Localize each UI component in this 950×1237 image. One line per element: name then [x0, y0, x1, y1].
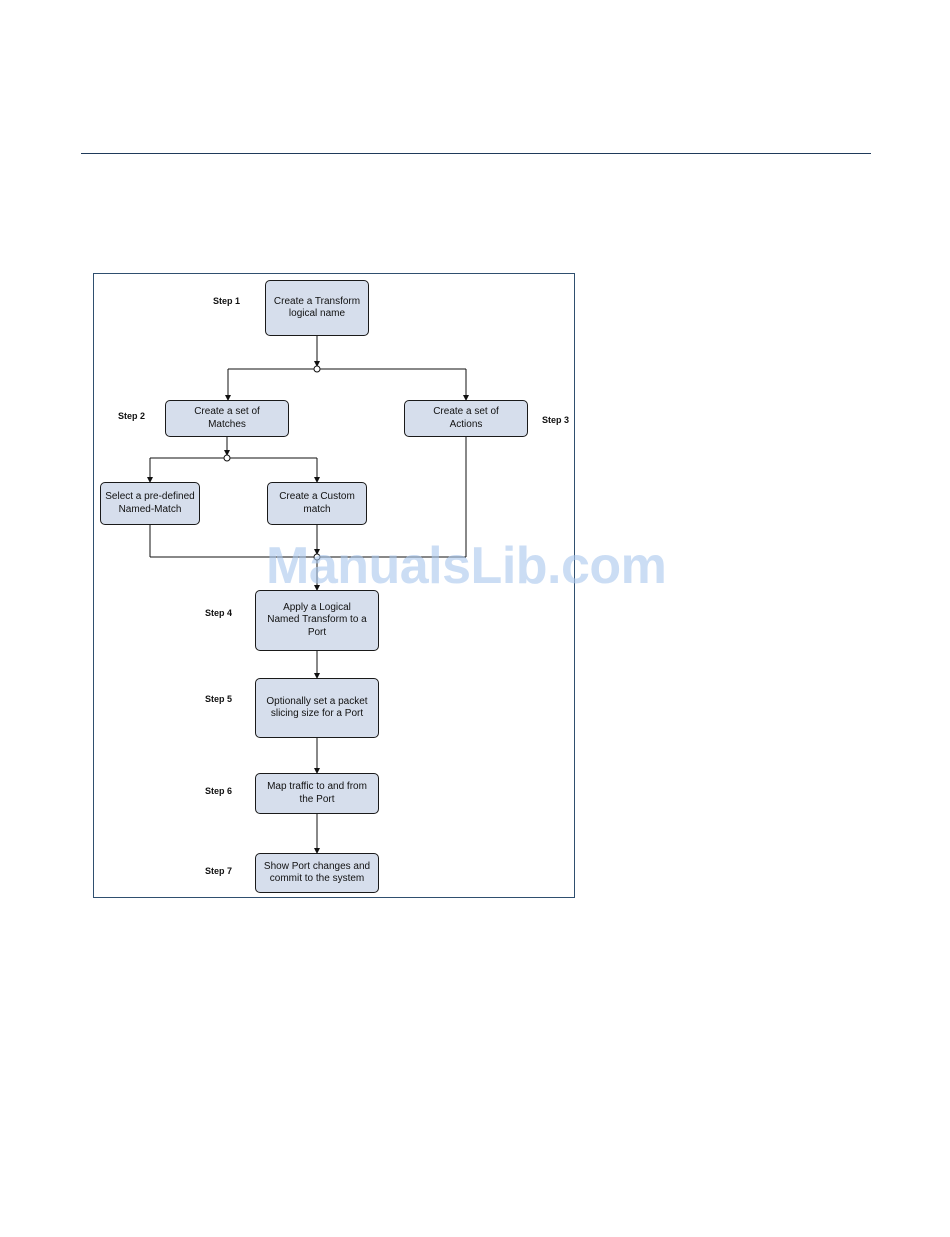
step-label-5: Step 5 — [205, 694, 233, 704]
step-label-2: Step 2 — [118, 411, 146, 421]
step-label-7: Step 7 — [205, 866, 233, 876]
step-label-1: Step 1 — [213, 296, 241, 306]
box-show-commit: Show Port changes and commit to the syst… — [255, 853, 379, 893]
box-predefined-match: Select a pre-defined Named-Match — [100, 482, 200, 525]
step-label-6: Step 6 — [205, 786, 233, 796]
split-junction — [313, 365, 321, 373]
diagram-frame — [93, 273, 575, 898]
box-apply-transform: Apply a Logical Named Transform to a Por… — [255, 590, 379, 651]
step-label-4: Step 4 — [205, 608, 233, 618]
box-map-traffic: Map traffic to and from the Port — [255, 773, 379, 814]
box-custom-match: Create a Custom match — [267, 482, 367, 525]
step-label-3: Step 3 — [542, 415, 570, 425]
box-create-actions: Create a set of Actions — [404, 400, 528, 437]
merge-junction — [313, 553, 321, 561]
watermark: ManualsLib.com — [266, 537, 667, 595]
box-create-matches: Create a set of Matches — [165, 400, 289, 437]
match-split-junction — [223, 454, 231, 462]
box-packet-slicing: Optionally set a packet slicing size for… — [255, 678, 379, 738]
header-rule — [81, 153, 871, 154]
box-create-transform-name: Create a Transform logical name — [265, 280, 369, 336]
